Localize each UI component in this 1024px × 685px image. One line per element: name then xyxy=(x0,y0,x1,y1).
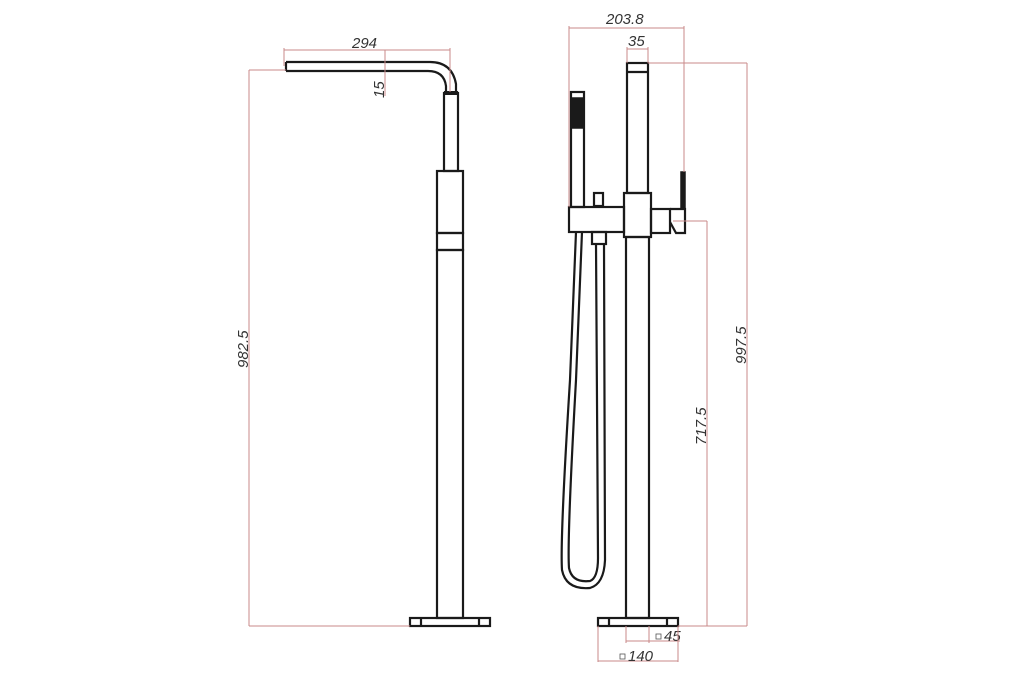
shower-hose xyxy=(560,231,607,590)
dim-spout-reach: 294 xyxy=(351,35,377,52)
dim-base-plate-square: 140 xyxy=(628,648,654,665)
spout-upper-body xyxy=(435,169,465,235)
mixer-top-column xyxy=(625,61,650,195)
dim-overall-width: 203.8 xyxy=(605,11,644,28)
mixer-column xyxy=(624,235,651,620)
dim-column-width: 35 xyxy=(628,33,645,50)
hand-shower-nozzle xyxy=(570,97,585,129)
dim-right-overall-height: 997.5 xyxy=(733,326,750,364)
mixer-base-plate xyxy=(596,616,680,628)
spout-base-plate xyxy=(408,616,492,628)
mixer-body xyxy=(567,205,626,234)
lever-handle xyxy=(680,171,686,210)
diverter-knob xyxy=(592,191,605,208)
hose-connector xyxy=(590,230,608,246)
left-spout-view xyxy=(284,60,492,628)
spout-neck xyxy=(442,91,460,173)
right-dimensions: 203.8 35 997.5 717.5 45 140 xyxy=(568,11,750,665)
left-dimensions: 294 15 982.5 xyxy=(235,35,451,627)
dim-handle-height: 717.5 xyxy=(693,407,710,445)
shower-hose-inner xyxy=(567,231,600,583)
spout-column xyxy=(435,248,465,620)
mixer-hub xyxy=(622,191,653,239)
dim-column-base-square: 45 xyxy=(664,628,681,645)
spout-ring xyxy=(435,231,465,252)
lever-body xyxy=(649,207,672,235)
dim-spout-thickness: 15 xyxy=(371,81,388,98)
dim-left-overall-height: 982.5 xyxy=(235,330,252,368)
right-mixer-view xyxy=(560,61,687,628)
